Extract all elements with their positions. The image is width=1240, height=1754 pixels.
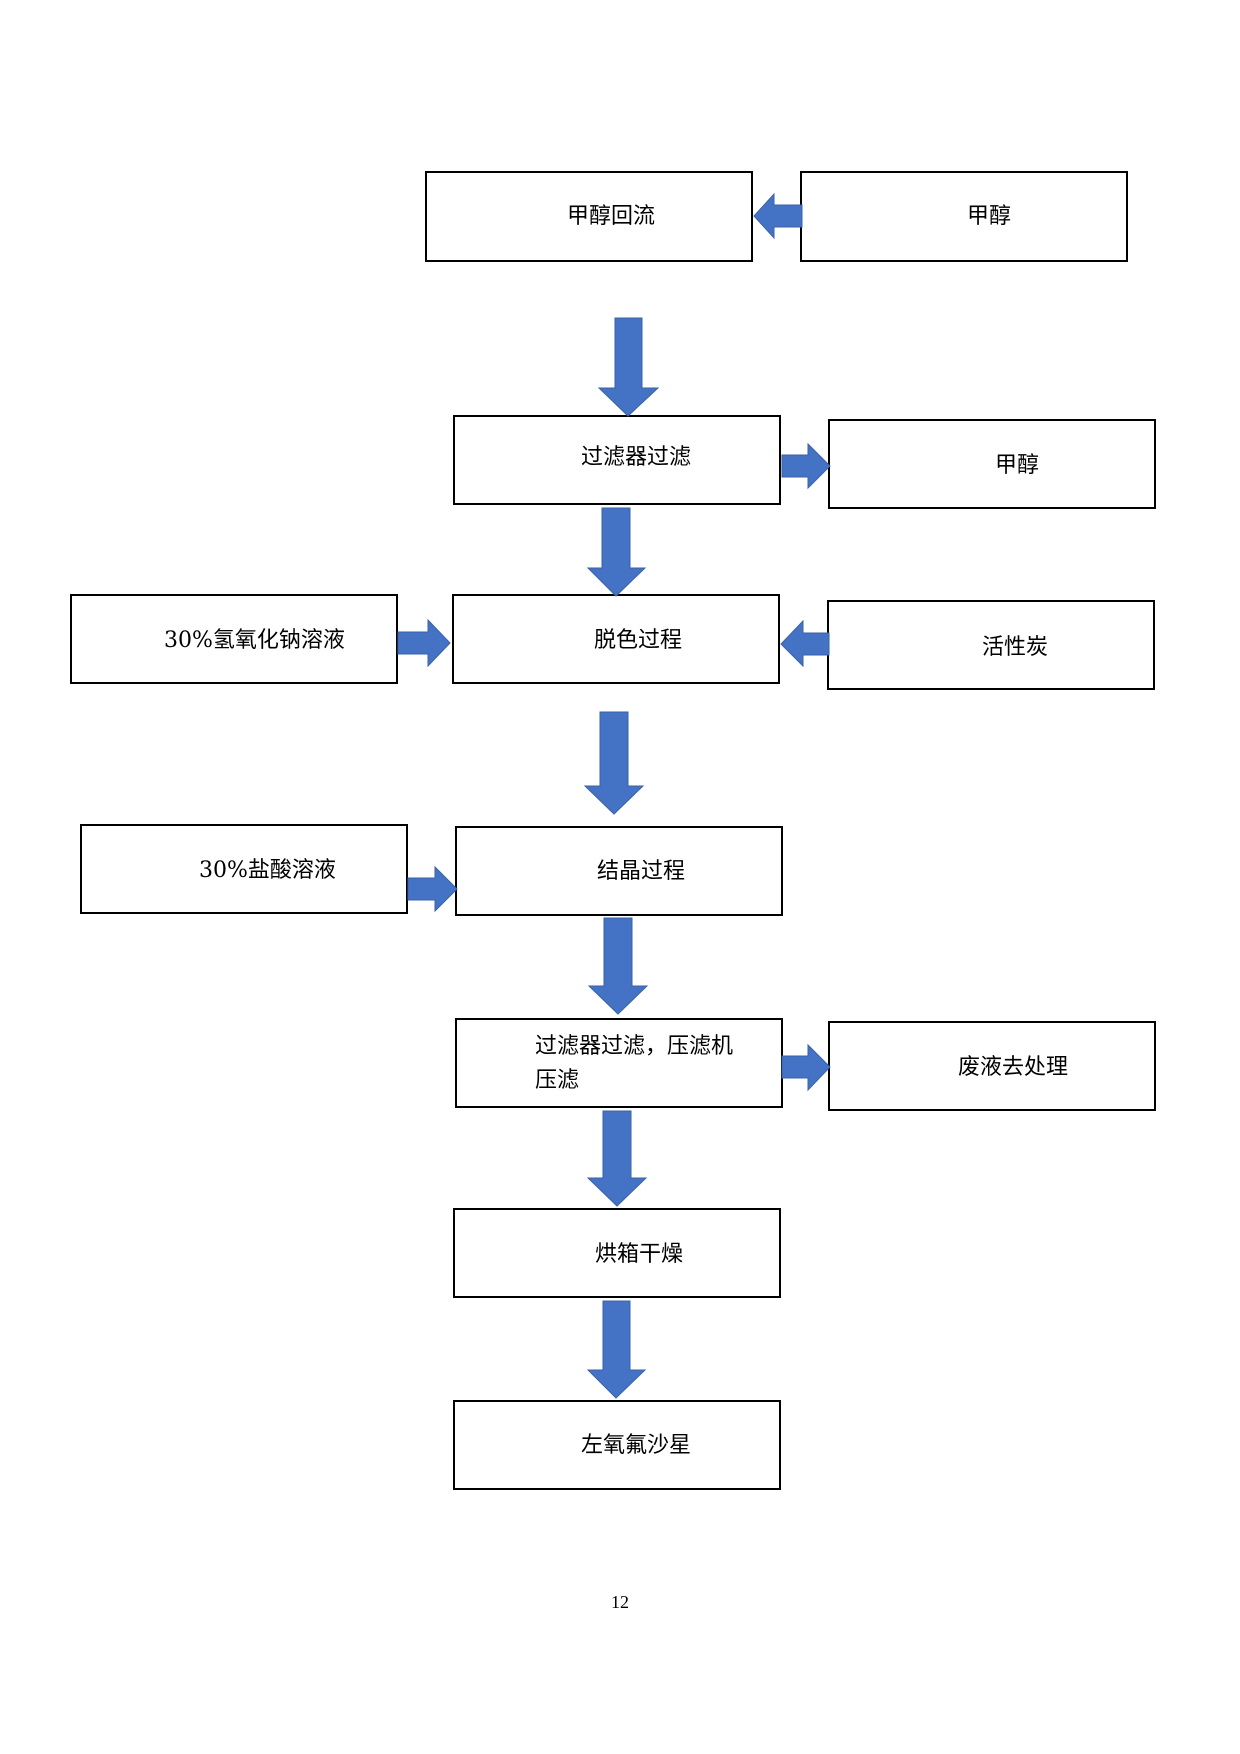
methanol-reflux-label: 甲醇回流 xyxy=(567,204,656,229)
arrow-hcl-to-crystallization xyxy=(407,865,458,913)
arrow-decolorization-to-crystallization xyxy=(583,711,645,815)
levofloxacin-box: 左氧氟沙星 xyxy=(453,1400,781,1490)
filter-box: 过滤器过滤 xyxy=(453,415,781,505)
hydrochloric-acid-label: 30%盐酸溶液 xyxy=(199,858,336,883)
methanol-input-box: 甲醇 xyxy=(800,171,1128,262)
oven-drying-label: 烘箱干燥 xyxy=(595,1242,684,1267)
methanol-reflux-box: 甲醇回流 xyxy=(425,171,753,262)
decolorization-label: 脱色过程 xyxy=(594,628,683,653)
arrow-filter-press-to-drying xyxy=(586,1110,648,1207)
methanol-input-label: 甲醇 xyxy=(967,204,1012,229)
arrow-naoh-to-decolorization xyxy=(397,618,451,668)
hydrochloric-acid-box: 30%盐酸溶液 xyxy=(80,824,408,914)
arrow-carbon-to-decolorization xyxy=(780,619,830,668)
sodium-hydroxide-box: 30%氢氧化钠溶液 xyxy=(70,594,398,684)
filter-label: 过滤器过滤 xyxy=(581,445,692,470)
levofloxacin-label: 左氧氟沙星 xyxy=(581,1433,692,1458)
arrow-drying-to-levofloxacin xyxy=(586,1300,647,1399)
methanol-output-label: 甲醇 xyxy=(995,453,1040,478)
filter-press-box: 过滤器过滤，压滤机 压滤 xyxy=(455,1018,783,1108)
activated-carbon-box: 活性炭 xyxy=(827,600,1155,690)
arrow-filter-to-methanol xyxy=(781,442,831,490)
arrow-filter-press-to-waste xyxy=(781,1043,831,1092)
arrow-reflux-to-filter xyxy=(597,317,660,417)
filter-press-label: 过滤器过滤，压滤机 压滤 xyxy=(535,1034,734,1093)
arrow-crystallization-to-filter-press xyxy=(587,917,649,1015)
oven-drying-box: 烘箱干燥 xyxy=(453,1208,781,1298)
methanol-output-box: 甲醇 xyxy=(828,419,1156,509)
waste-liquid-label: 废液去处理 xyxy=(958,1055,1069,1080)
activated-carbon-label: 活性炭 xyxy=(982,635,1049,660)
sodium-hydroxide-label: 30%氢氧化钠溶液 xyxy=(164,628,345,653)
page-number: 12 xyxy=(611,1592,629,1612)
waste-liquid-box: 废液去处理 xyxy=(828,1021,1156,1111)
crystallization-label: 结晶过程 xyxy=(597,859,686,884)
decolorization-box: 脱色过程 xyxy=(452,594,780,684)
arrow-methanol-to-reflux xyxy=(753,192,803,240)
arrow-filter-to-decolorization xyxy=(586,507,647,597)
crystallization-box: 结晶过程 xyxy=(455,826,783,916)
